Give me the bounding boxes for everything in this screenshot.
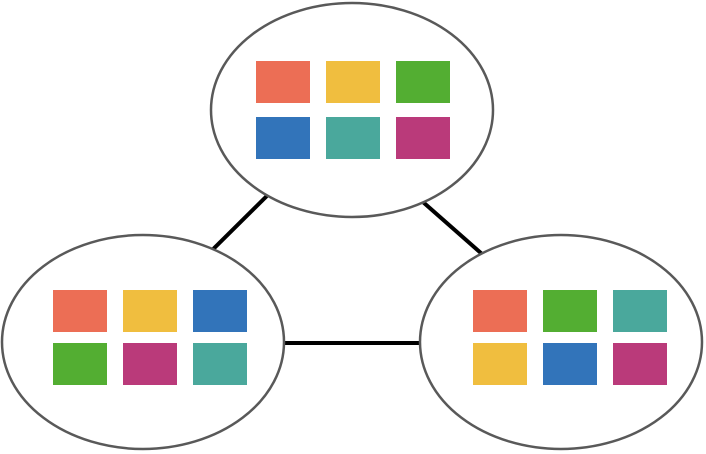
tile-magenta xyxy=(123,343,177,385)
tile-blue xyxy=(256,117,310,159)
tile-green xyxy=(543,290,597,332)
node-ellipse-top xyxy=(209,1,495,219)
tile-red xyxy=(53,290,107,332)
node-top xyxy=(209,1,495,219)
tile-magenta xyxy=(613,343,667,385)
tile-green xyxy=(53,343,107,385)
tile-teal xyxy=(613,290,667,332)
tile-yellow xyxy=(123,290,177,332)
node-bottom-left xyxy=(0,233,286,451)
tile-teal xyxy=(193,343,247,385)
tile-magenta xyxy=(396,117,450,159)
tile-teal xyxy=(326,117,380,159)
tile-red xyxy=(256,61,310,103)
tile-blue xyxy=(543,343,597,385)
tile-green xyxy=(396,61,450,103)
tile-red xyxy=(473,290,527,332)
node-ellipse-bottom-right xyxy=(418,233,704,451)
node-bottom-right xyxy=(418,233,704,451)
node-ellipse-bottom-left xyxy=(0,233,286,451)
tile-yellow xyxy=(473,343,527,385)
tile-yellow xyxy=(326,61,380,103)
tile-blue xyxy=(193,290,247,332)
